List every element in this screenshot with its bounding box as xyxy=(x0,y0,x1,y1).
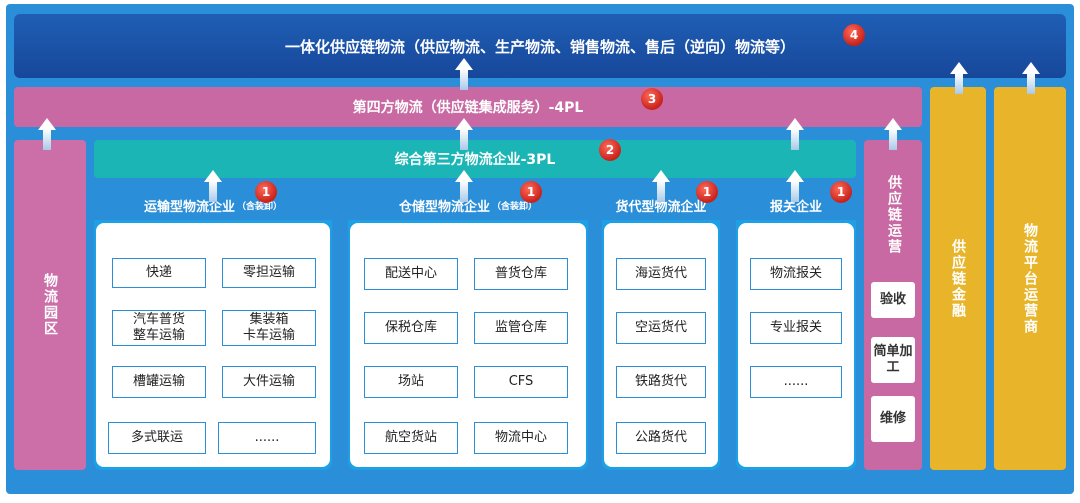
level-3-badge: 3 xyxy=(641,88,663,110)
transport-enterprise-title: 运输型物流企业 xyxy=(143,199,235,215)
item-bonded-warehouse: 保税仓库 xyxy=(364,312,458,344)
item-truckload-transport: 汽车普货 整车运输 xyxy=(112,310,206,346)
scm-item-simple-processing: 简单加工 xyxy=(871,337,915,383)
logistics-park-column: 物流园区 xyxy=(14,140,86,470)
transport-enterprise-note: （含装卸） xyxy=(237,201,283,212)
level-1-badge: 1 xyxy=(830,181,852,203)
item-cfs: CFS xyxy=(474,366,568,398)
item-air-forwarding: 空运货代 xyxy=(616,312,706,344)
level-2-badge: 2 xyxy=(599,139,621,161)
item-supervised-warehouse: 监管仓库 xyxy=(474,312,568,344)
logistics-platform-column: 物流平台运营商 xyxy=(994,87,1066,470)
item-container-truck: 集装箱 卡车运输 xyxy=(222,310,316,346)
warehousing-enterprise-title: 仓储型物流企业 xyxy=(398,199,490,215)
item-air-cargo-terminal: 航空货站 xyxy=(364,422,458,454)
customs-enterprise-title: 报关企业 xyxy=(769,199,822,215)
item-express: 快递 xyxy=(112,258,206,288)
item-distribution-center: 配送中心 xyxy=(364,258,458,290)
warehousing-enterprise-note: （含装卸） xyxy=(492,201,538,212)
level-1-badge: 1 xyxy=(255,181,277,203)
arrow-up-icon xyxy=(786,118,804,150)
third-party-logistics-label: 综合第三方物流企业-3PL xyxy=(394,152,556,168)
arrow-up-icon xyxy=(38,118,56,150)
arrow-up-icon xyxy=(884,118,902,150)
item-rail-forwarding: 铁路货代 xyxy=(616,366,706,398)
fourth-party-logistics-label: 第四方物流（供应链集成服务）-4PL xyxy=(352,100,584,116)
warehousing-enterprise-header: 仓储型物流企业（含装卸） xyxy=(348,190,588,220)
level-1-badge: 1 xyxy=(696,181,718,203)
integrated-supply-chain-label: 一体化供应链物流（供应物流、生产物流、销售物流、售后（逆向）物流等） xyxy=(284,37,795,56)
item-road-forwarding: 公路货代 xyxy=(616,422,706,454)
arrow-up-icon xyxy=(786,170,804,202)
item-ocean-forwarding: 海运货代 xyxy=(616,258,706,290)
arrow-up-icon xyxy=(455,58,473,90)
item-professional-customs: 专业报关 xyxy=(750,312,842,344)
arrow-up-icon xyxy=(204,170,222,202)
forwarding-enterprise-title: 货代型物流企业 xyxy=(615,199,707,215)
supply-chain-finance-label: 供应链金融 xyxy=(950,238,966,319)
level-1-badge: 1 xyxy=(520,181,542,203)
arrow-up-icon xyxy=(1022,62,1040,94)
item-transport-more: ...... xyxy=(218,422,316,454)
level-4-badge: 4 xyxy=(843,24,865,46)
logistics-park-label: 物流园区 xyxy=(42,273,58,337)
item-logistics-center: 物流中心 xyxy=(474,422,568,454)
scm-item-inspection: 验收 xyxy=(871,282,915,318)
scm-item-repair: 维修 xyxy=(871,396,915,442)
item-yard-station: 场站 xyxy=(364,366,458,398)
item-customs-more: ...... xyxy=(750,366,842,398)
forwarding-enterprise-header: 货代型物流企业 xyxy=(602,190,720,220)
item-ltl-transport: 零担运输 xyxy=(222,258,316,288)
item-general-warehouse: 普货仓库 xyxy=(474,258,568,290)
arrow-up-icon xyxy=(652,170,670,202)
supply-chain-operations-label: 供应链运营 xyxy=(886,175,902,255)
item-tank-transport: 槽罐运输 xyxy=(112,366,206,398)
arrow-up-icon xyxy=(950,62,968,94)
arrow-up-icon xyxy=(455,170,473,202)
item-logistics-customs: 物流报关 xyxy=(750,258,842,290)
item-bulky-transport: 大件运输 xyxy=(222,366,316,398)
logistics-platform-label: 物流平台运营商 xyxy=(1022,222,1038,335)
item-multimodal-transport: 多式联运 xyxy=(108,422,206,454)
supply-chain-finance-column: 供应链金融 xyxy=(930,87,986,470)
integrated-supply-chain-band: 一体化供应链物流（供应物流、生产物流、销售物流、售后（逆向）物流等） xyxy=(14,14,1066,78)
arrow-up-icon xyxy=(455,118,473,150)
